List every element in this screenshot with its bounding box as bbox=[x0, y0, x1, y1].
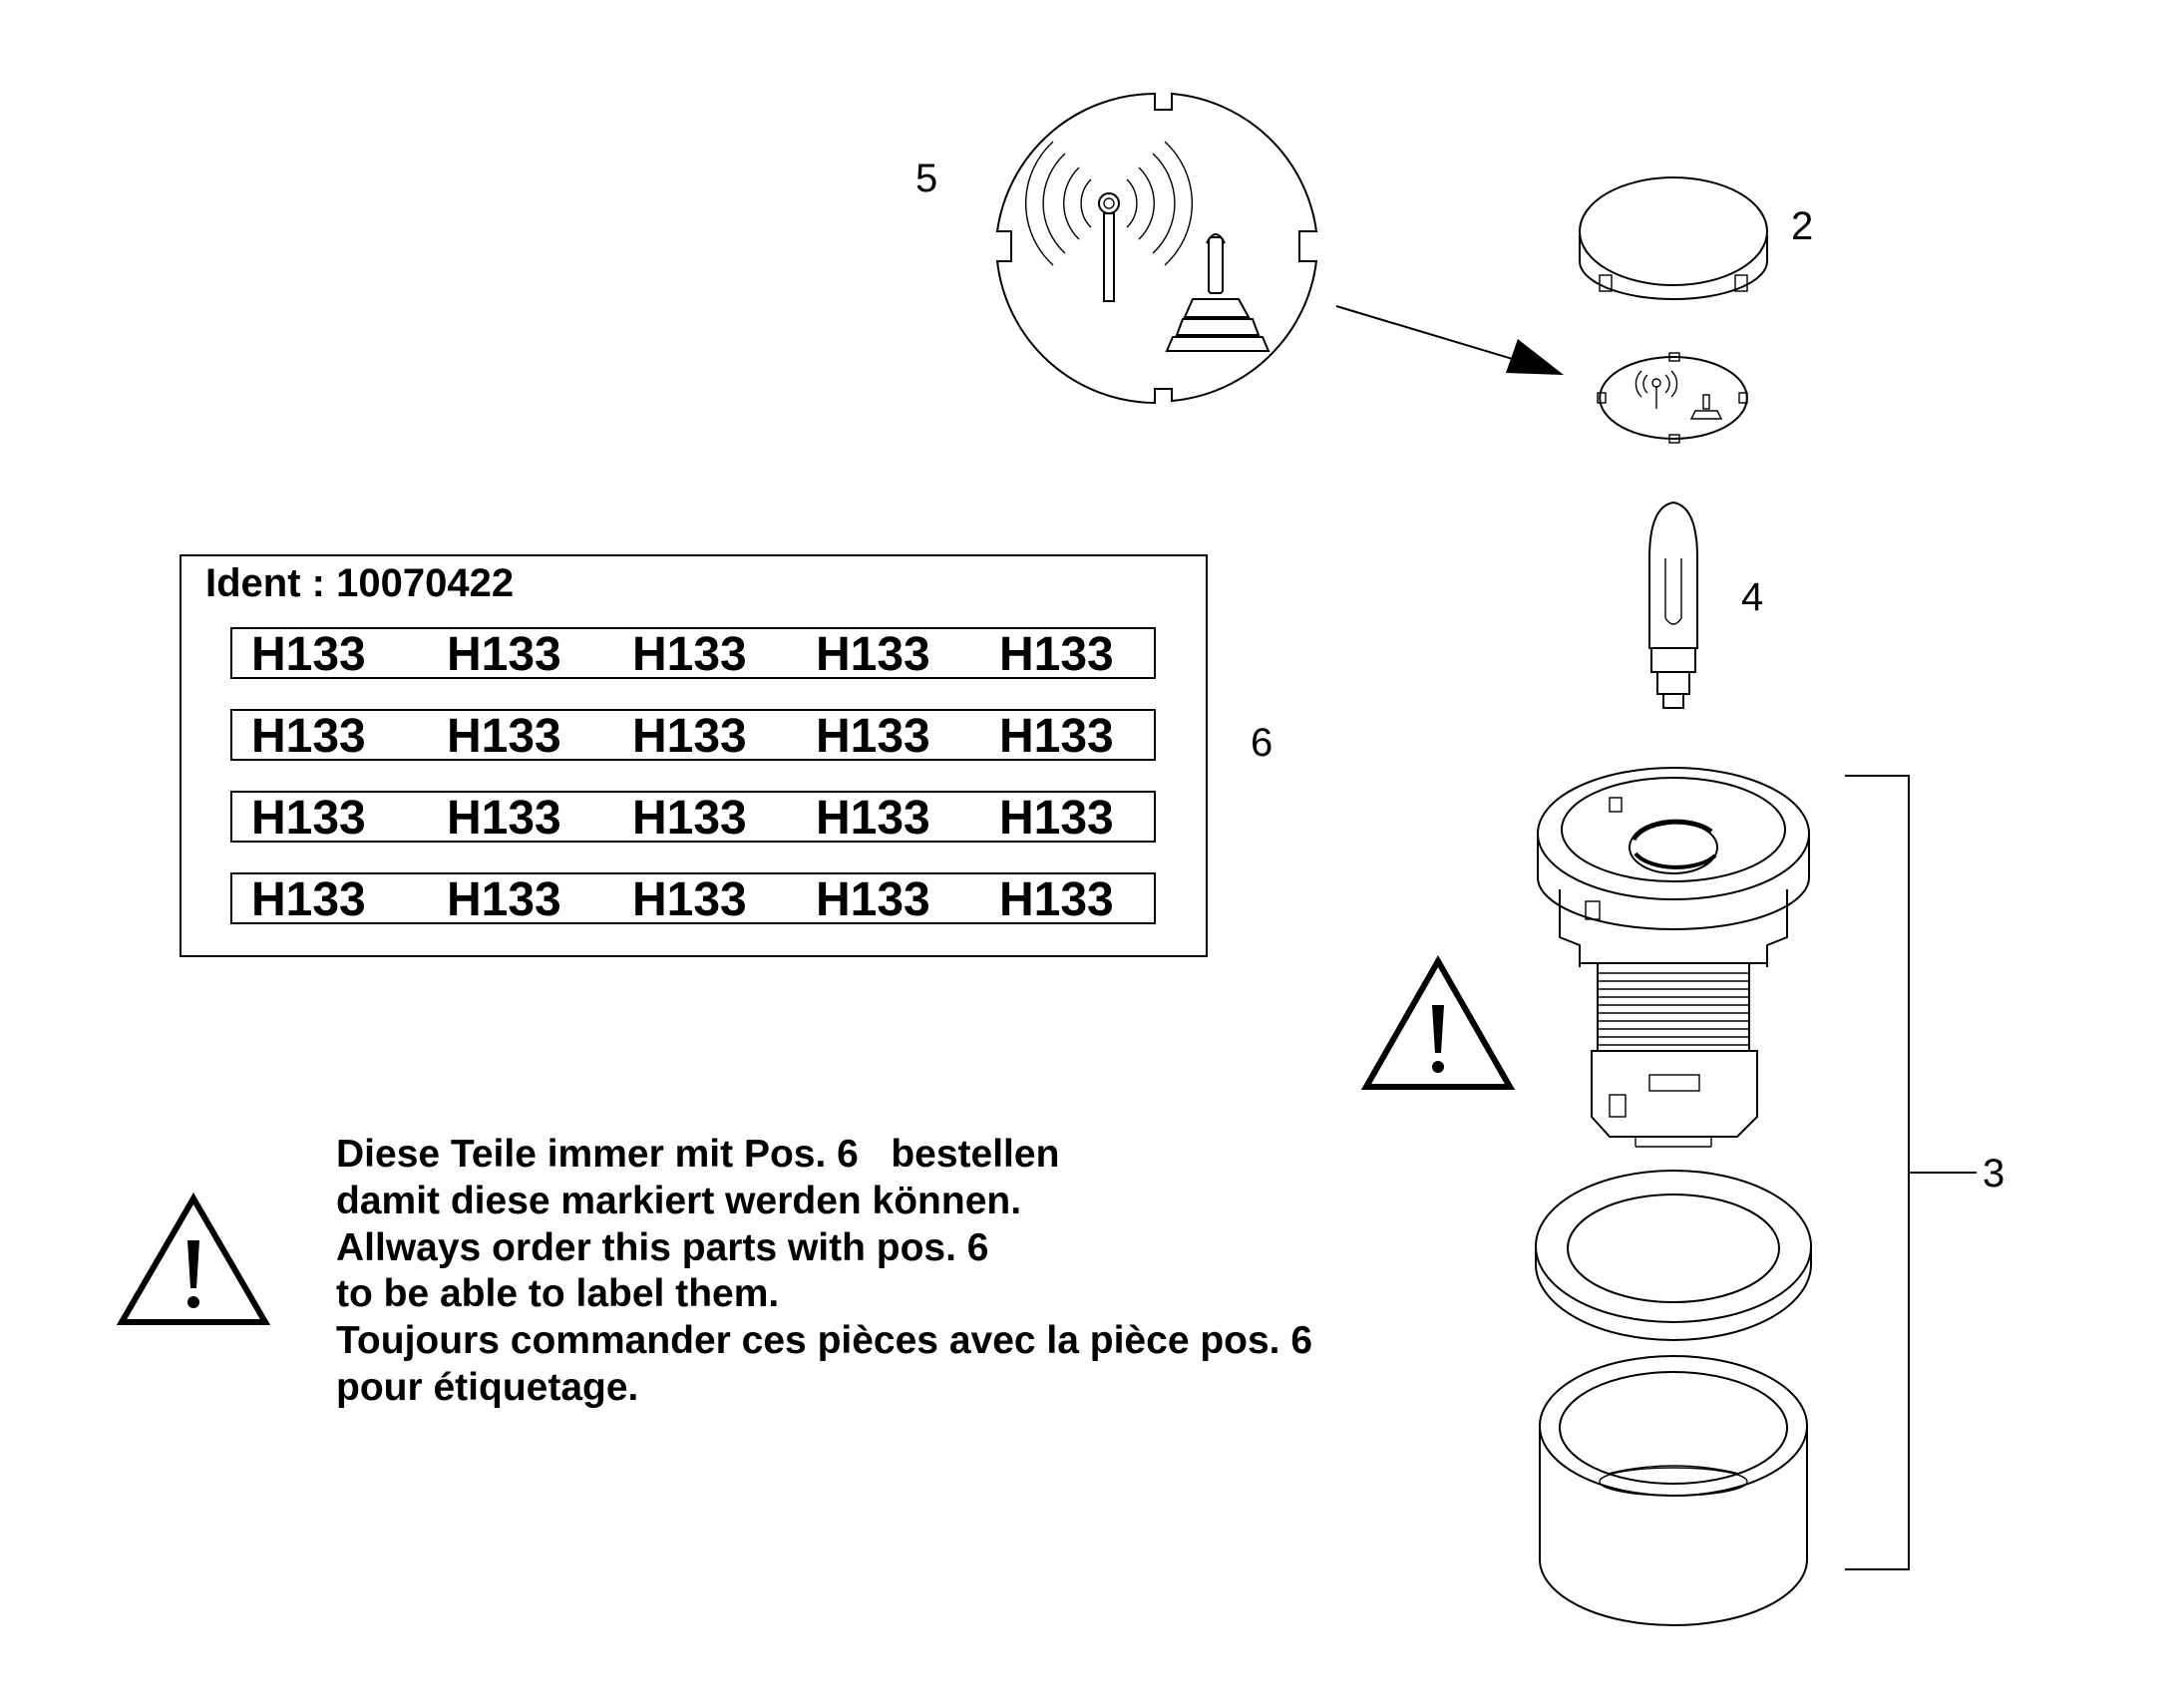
label-sheet: Ident : 10070422 H133 H133 H133 H133 H13… bbox=[180, 554, 1208, 957]
label-cell: H133 bbox=[251, 710, 366, 763]
label-row: H133 H133 H133 H133 H133 bbox=[230, 872, 1156, 926]
label-cell: H133 bbox=[816, 710, 930, 763]
callout-3: 3 bbox=[1983, 1152, 2004, 1196]
label-row: H133 H133 H133 H133 H133 bbox=[230, 627, 1156, 681]
symbol-disc-detail bbox=[995, 92, 1318, 405]
housing-part bbox=[1537, 767, 1810, 1148]
ordering-note: Diese Teile immer mit Pos. 6 bestellen d… bbox=[336, 1133, 1312, 1409]
ident-number: Ident : 10070422 bbox=[205, 561, 514, 605]
label-cell: H133 bbox=[816, 873, 930, 926]
label-cell: H133 bbox=[632, 792, 747, 845]
label-row: H133 H133 H133 H133 H133 bbox=[230, 791, 1156, 845]
label-cell: H133 bbox=[999, 792, 1114, 845]
label-cell: H133 bbox=[816, 628, 930, 681]
label-cell: H133 bbox=[251, 628, 366, 681]
note-line: Toujours commander ces pièces avec la pi… bbox=[336, 1319, 1312, 1362]
callout-4: 4 bbox=[1741, 575, 1763, 619]
thread-lines bbox=[1598, 972, 1749, 1046]
note-line: to be able to label them. bbox=[336, 1272, 779, 1315]
callout-6: 6 bbox=[1251, 721, 1272, 765]
radio-remote-joystick-icon bbox=[1025, 141, 1271, 352]
symbol-disc-small bbox=[1597, 352, 1748, 444]
callout-2: 2 bbox=[1791, 204, 1813, 248]
label-cell: H133 bbox=[999, 710, 1114, 763]
label-cell: H133 bbox=[632, 628, 747, 681]
note-line: damit diese markiert werden können. bbox=[336, 1180, 1021, 1222]
label-cell: H133 bbox=[251, 792, 366, 845]
note-line: Diese Teile immer mit Pos. 6 bestellen bbox=[336, 1133, 1059, 1176]
label-cell: H133 bbox=[447, 792, 561, 845]
seal-ring-part bbox=[1535, 1170, 1812, 1341]
warning-triangle-icon bbox=[116, 1193, 271, 1325]
label-row: H133 H133 H133 H133 H133 bbox=[230, 709, 1156, 763]
mounting-cup-part bbox=[1539, 1355, 1808, 1626]
label-cell: H133 bbox=[447, 628, 561, 681]
bulb-part bbox=[1648, 501, 1698, 709]
label-cell: H133 bbox=[632, 710, 747, 763]
label-cell: H133 bbox=[816, 792, 930, 845]
label-cell: H133 bbox=[999, 873, 1114, 926]
label-cell: H133 bbox=[251, 873, 366, 926]
note-line: pour étiquetage. bbox=[336, 1366, 638, 1409]
callout-5: 5 bbox=[915, 157, 937, 200]
label-cell: H133 bbox=[632, 873, 747, 926]
label-cell: H133 bbox=[447, 873, 561, 926]
warning-triangle-icon bbox=[1360, 954, 1516, 1090]
cap-part bbox=[1579, 176, 1768, 300]
note-line: Allways order this parts with pos. 6 bbox=[336, 1226, 989, 1269]
callout-bracket-3 bbox=[1845, 775, 1977, 1570]
label-cell: H133 bbox=[447, 710, 561, 763]
assembly-arrow bbox=[1335, 305, 1564, 375]
label-cell: H133 bbox=[999, 628, 1114, 681]
